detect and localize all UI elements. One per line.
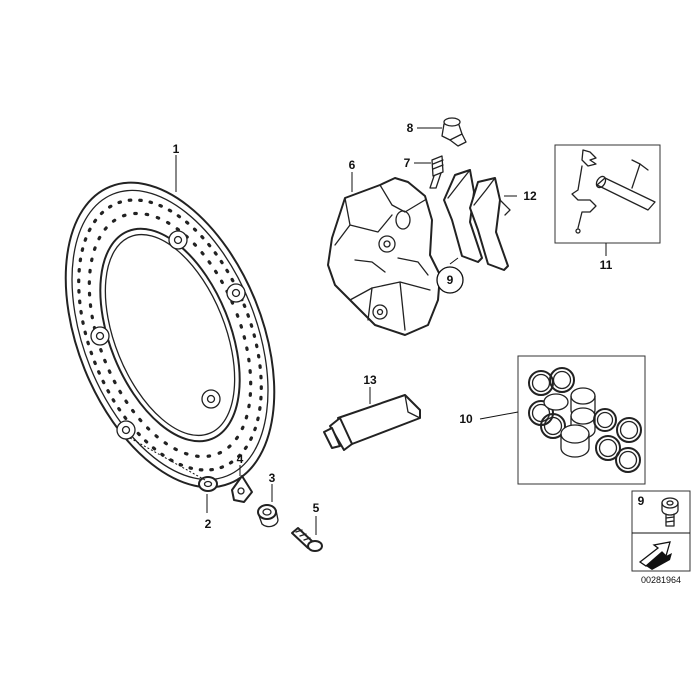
callout-4: 4 [237, 452, 244, 466]
callout-13: 13 [363, 373, 377, 387]
callout-3: 3 [269, 471, 276, 485]
grease-tube [323, 394, 421, 451]
callout-5: 5 [313, 501, 320, 515]
bleed-valve-cap [441, 117, 467, 147]
callout-9-circle [436, 266, 464, 294]
legend-arrow-icon [638, 541, 672, 570]
callout-11: 11 [600, 258, 613, 272]
legend-screw-icon [661, 497, 679, 527]
callout-1: 1 [173, 142, 180, 156]
disc-mounting-bosses [90, 230, 246, 440]
leader-lines [129, 127, 607, 535]
callout-labels: 1 2 3 4 5 6 7 8 9 10 11 12 13 [173, 121, 613, 531]
brake-caliper [327, 177, 441, 336]
pistons [543, 387, 596, 458]
bolt [291, 527, 323, 552]
legend-part-number: 9 [638, 494, 645, 508]
callout-7: 7 [404, 156, 411, 170]
pin-kit-box [554, 144, 661, 244]
callout-9: 9 [447, 273, 454, 287]
callout-8: 8 [407, 121, 414, 135]
washer [198, 476, 218, 492]
brake-disc [64, 181, 276, 489]
legend-box: 9 00281964 [631, 490, 691, 585]
callout-10: 10 [459, 412, 473, 426]
bleed-screw [429, 155, 444, 189]
callout-2: 2 [205, 517, 212, 531]
callout-6: 6 [349, 158, 356, 172]
callout-12: 12 [523, 189, 537, 203]
bushing [257, 504, 279, 528]
piston-seal-kit-box [517, 355, 646, 485]
brake-pads [443, 169, 511, 271]
lock-plate [231, 475, 253, 503]
reference-number: 00281964 [641, 575, 681, 585]
